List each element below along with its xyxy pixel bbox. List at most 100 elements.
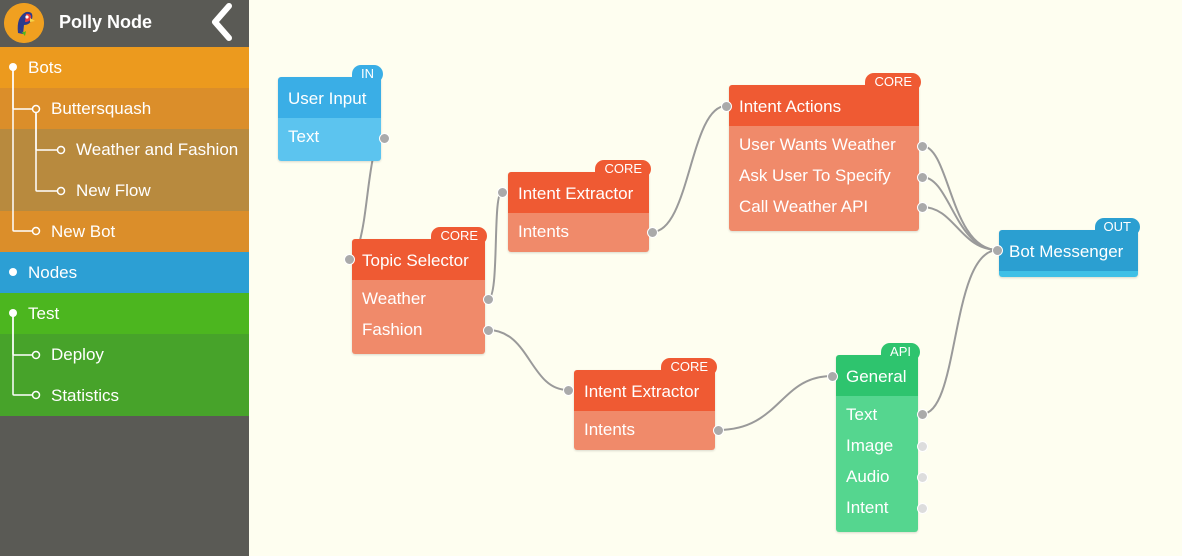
- port-label: Fashion: [362, 320, 423, 339]
- node-body: User Wants Weather Ask User To Specify C…: [729, 126, 919, 231]
- input-port[interactable]: [563, 385, 574, 396]
- port-label: Intents: [518, 222, 570, 241]
- node-intent-extractor[interactable]: Intent Extractor CORE Intents: [574, 358, 717, 450]
- sidebar: Polly Node Bots Buttersquash Weather and…: [0, 0, 249, 556]
- node-body: Text: [278, 118, 381, 161]
- input-port[interactable]: [721, 101, 732, 112]
- port-row: Intents: [508, 217, 649, 248]
- input-port[interactable]: [497, 187, 508, 198]
- sidebar-item-label: New Bot: [51, 222, 116, 241]
- sidebar-item-deploy[interactable]: Deploy: [0, 334, 249, 375]
- node-header[interactable]: Intent Extractor CORE: [508, 160, 651, 213]
- port-label: Intent: [846, 498, 889, 517]
- node-header[interactable]: Intent Extractor CORE: [574, 358, 717, 411]
- node-header[interactable]: Intent Actions CORE: [729, 73, 921, 126]
- port-row: Call Weather API: [729, 192, 919, 223]
- output-port[interactable]: [379, 133, 390, 144]
- sidebar-item-label: Bots: [28, 58, 63, 77]
- port-row: Intents: [574, 415, 715, 446]
- sidebar-item-label: Deploy: [51, 345, 104, 364]
- port-label: Call Weather API: [739, 197, 869, 216]
- sidebar-item-label: Statistics: [51, 386, 120, 405]
- output-port[interactable]: [647, 227, 658, 238]
- node-type-badge: CORE: [595, 160, 651, 178]
- node-header[interactable]: General API: [836, 343, 920, 396]
- port-label: Weather: [362, 289, 426, 308]
- port-label: Text: [846, 405, 878, 424]
- port-row: Weather: [352, 284, 485, 315]
- node-title: General: [846, 367, 907, 386]
- app-logo: [4, 3, 44, 43]
- port-row: Image: [836, 431, 918, 462]
- node-type-badge: CORE: [431, 227, 487, 245]
- node-topic-selector[interactable]: Topic Selector CORE Weather Fashion: [352, 227, 487, 354]
- sidebar-item-nodes[interactable]: Nodes: [0, 252, 249, 293]
- port-row: Text: [278, 122, 381, 153]
- node-type-badge: CORE: [661, 358, 717, 376]
- input-port[interactable]: [992, 245, 1003, 256]
- sidebar-item-label: Test: [28, 304, 60, 323]
- chevron-left-icon: [212, 3, 232, 41]
- port-label: Image: [846, 436, 894, 455]
- node-body: Text Image Audio Intent: [836, 396, 918, 532]
- sidebar-item-test[interactable]: Test: [0, 293, 249, 334]
- node-user-input[interactable]: User Input IN Text: [278, 65, 383, 161]
- port-label: Intents: [584, 420, 636, 439]
- port-label: Audio: [846, 467, 890, 486]
- output-port[interactable]: [917, 409, 928, 420]
- node-type-badge: OUT: [1094, 218, 1140, 236]
- node-body: Intents: [574, 411, 715, 450]
- sidebar-item-weather-and-fashion[interactable]: Weather and Fashion: [0, 129, 249, 170]
- node-body: Intents: [508, 213, 649, 252]
- input-port[interactable]: [344, 254, 355, 265]
- sidebar-item-buttersquash[interactable]: Buttersquash: [0, 88, 249, 129]
- port-row: Text: [836, 400, 918, 431]
- app-title: Polly Node: [59, 12, 153, 32]
- node-title: Intent Extractor: [518, 184, 634, 203]
- node-type-badge: API: [881, 343, 920, 361]
- sidebar-item-bots[interactable]: Bots: [0, 47, 249, 88]
- output-port[interactable]: [917, 441, 928, 452]
- sidebar-item-label: Weather and Fashion: [76, 140, 239, 159]
- node-intent-actions[interactable]: Intent Actions CORE User Wants Weather A…: [729, 73, 921, 231]
- node-type-badge: IN: [352, 65, 383, 83]
- sidebar-item-statistics[interactable]: Statistics: [0, 375, 249, 416]
- output-port[interactable]: [917, 472, 928, 483]
- output-port[interactable]: [483, 294, 494, 305]
- port-row: Intent: [836, 493, 918, 524]
- port-row: Ask User To Specify: [729, 161, 919, 192]
- node-header[interactable]: Topic Selector CORE: [352, 227, 487, 280]
- node-general[interactable]: General API Text Image Audio Intent: [836, 343, 920, 532]
- sidebar-item-new-flow[interactable]: New Flow: [0, 170, 249, 211]
- port-label: Ask User To Specify: [739, 166, 891, 185]
- node-title: User Input: [288, 89, 367, 108]
- collapse-sidebar-button[interactable]: [206, 2, 238, 42]
- node-title: Intent Actions: [739, 97, 842, 116]
- output-port[interactable]: [917, 202, 928, 213]
- sidebar-item-label: New Flow: [76, 181, 151, 200]
- sidebar-item-new-bot[interactable]: New Bot: [0, 211, 249, 252]
- port-row: Audio: [836, 462, 918, 493]
- node-intent-extractor[interactable]: Intent Extractor CORE Intents: [508, 160, 651, 252]
- output-port[interactable]: [483, 325, 494, 336]
- output-port[interactable]: [917, 141, 928, 152]
- node-body: Weather Fashion: [352, 280, 485, 354]
- node-title: Topic Selector: [362, 251, 469, 270]
- node-bot-messenger[interactable]: Bot Messenger OUT: [999, 218, 1140, 277]
- node-title: Intent Extractor: [584, 382, 700, 401]
- port-row: User Wants Weather: [729, 130, 919, 161]
- output-port[interactable]: [713, 425, 724, 436]
- input-port[interactable]: [827, 371, 838, 382]
- node-title: Bot Messenger: [1009, 242, 1124, 261]
- sidebar-header: Polly Node: [0, 0, 249, 46]
- output-port[interactable]: [917, 172, 928, 183]
- node-type-badge: CORE: [865, 73, 921, 91]
- node-header[interactable]: Bot Messenger OUT: [999, 218, 1140, 277]
- port-label: Text: [288, 127, 320, 146]
- output-port[interactable]: [917, 503, 928, 514]
- port-row: Fashion: [352, 315, 485, 346]
- sidebar-item-label: Nodes: [28, 263, 78, 282]
- node-header[interactable]: User Input IN: [278, 65, 383, 118]
- sidebar-item-label: Buttersquash: [51, 99, 152, 118]
- port-label: User Wants Weather: [739, 135, 896, 154]
